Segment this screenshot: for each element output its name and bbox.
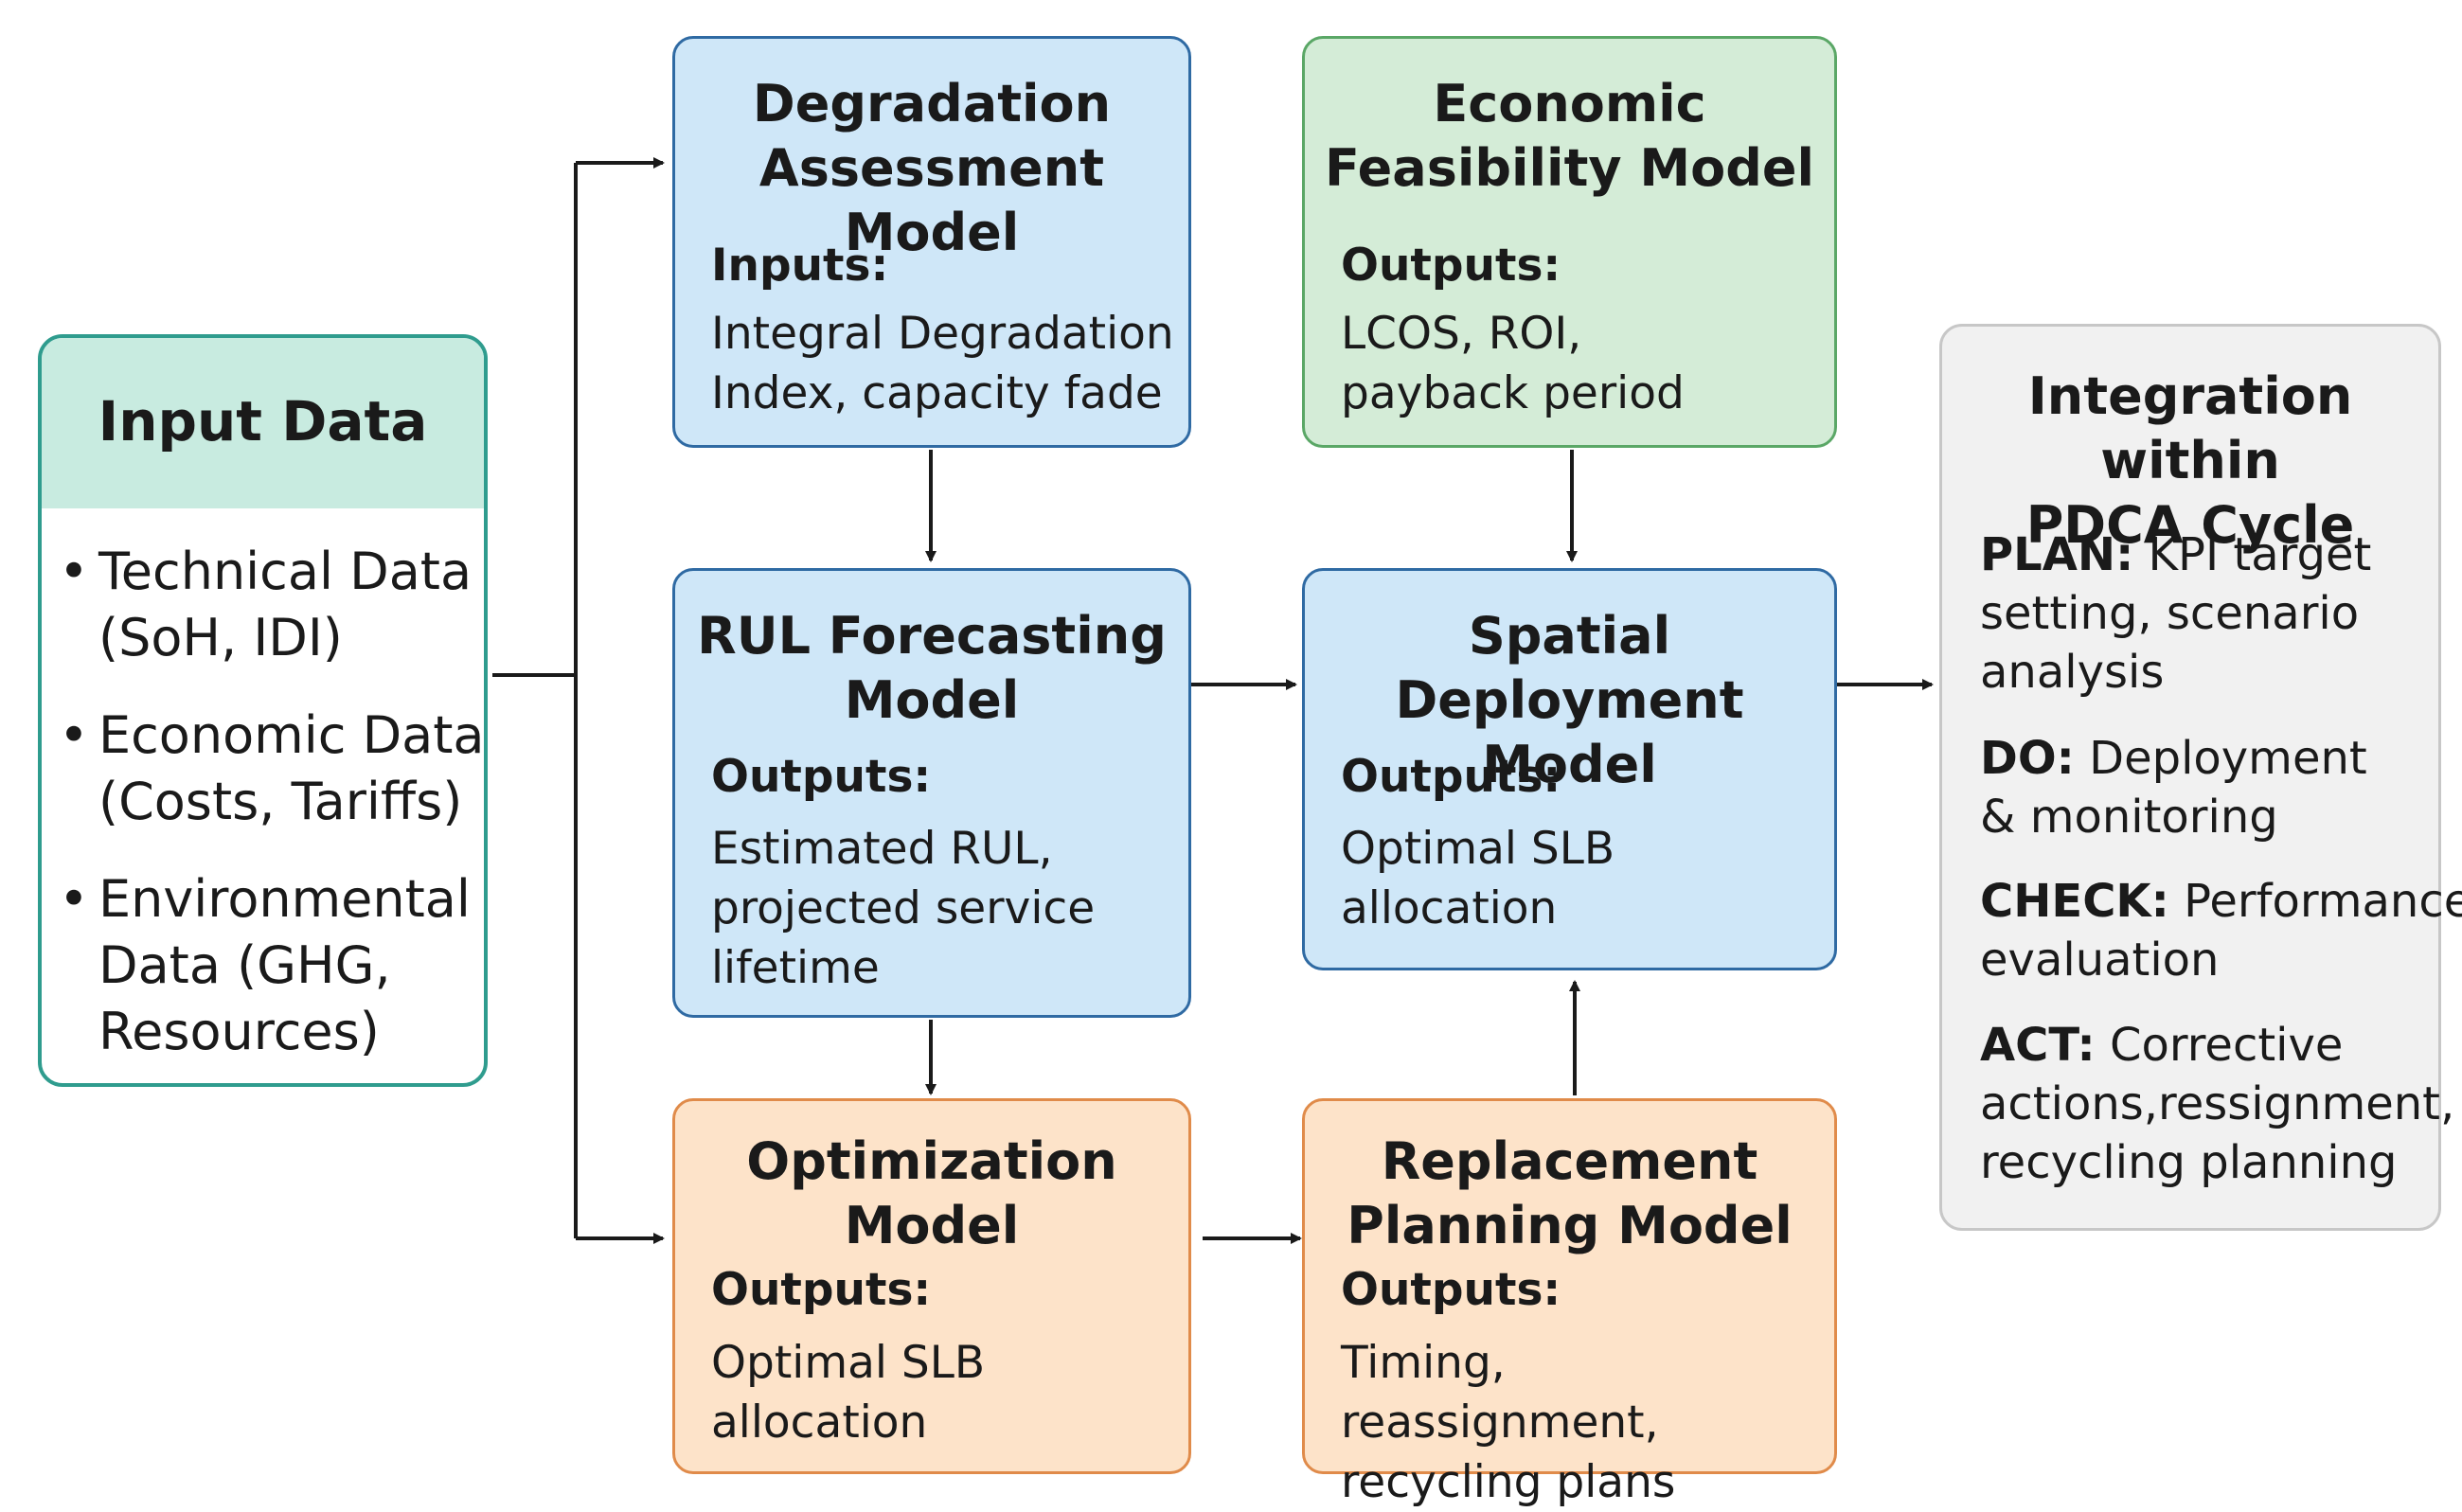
optimization-body: Optimal SLB allocation: [711, 1337, 986, 1449]
economic-body: LCOS, ROI, payback period: [1341, 308, 1685, 419]
bullet-icon: •: [59, 869, 89, 929]
economic-section-label: Outputs:: [1341, 240, 1561, 292]
input-data-box: Input Data • Technical Data (SoH, IDI) •…: [38, 334, 488, 1087]
input-data-header: Input Data: [42, 338, 484, 508]
optimization-title: Optimization Model: [746, 1131, 1117, 1255]
optimization-box: Optimization Model Outputs: Optimal SLB …: [672, 1098, 1191, 1474]
degradation-body: Integral Degradation Index, capacity fad…: [711, 308, 1174, 419]
spatial-deployment-box: Spatial Deployment Model Outputs: Optima…: [1302, 568, 1837, 970]
degradation-title: Degradation Assessment Model: [752, 74, 1112, 262]
pdca-title: Integration within PDCA Cycle: [2025, 366, 2355, 555]
input-item-line: Resources): [98, 1002, 380, 1061]
input-data-title: Input Data: [98, 389, 428, 454]
rul-forecasting-box: RUL Forecasting Model Outputs: Estimated…: [672, 568, 1191, 1018]
pdca-do-line: & monitoring: [1980, 791, 2278, 844]
rul-section-label: Outputs:: [711, 751, 932, 803]
replacement-body: Timing, reassignment, recycling plans: [1341, 1337, 1676, 1508]
economic-title: Economic Feasibility Model: [1324, 74, 1815, 198]
input-item-line: Economic Data: [98, 705, 485, 765]
pdca-check-line: evaluation: [1980, 934, 2220, 987]
bullet-icon: •: [59, 705, 89, 765]
input-item-line: Data (GHG,: [98, 935, 391, 995]
pdca-check: CHECK: Performance: [1980, 875, 2462, 928]
pdca-act-line: actions,ressignment,: [1980, 1077, 2455, 1130]
input-item-line: (SoH, IDI): [98, 608, 343, 667]
rul-body: Estimated RUL, projected service lifetim…: [711, 823, 1096, 994]
pdca-act: ACT: Corrective: [1980, 1019, 2344, 1072]
spatial-section-label: Outputs:: [1341, 751, 1561, 803]
pdca-cycle-box: Integration within PDCA Cycle PLAN: KPI …: [1939, 324, 2462, 1231]
pdca-do: DO: Deployment: [1980, 732, 2367, 785]
pdca-plan-line: analysis: [1980, 646, 2165, 699]
degradation-section-label: Inputs:: [711, 240, 889, 292]
rul-title: RUL Forecasting Model: [697, 606, 1167, 730]
replacement-planning-box: Replacement Planning Model Outputs: Timi…: [1302, 1098, 1837, 1508]
pdca-plan-line: setting, scenario: [1980, 587, 2360, 640]
replacement-title: Replacement Planning Model: [1347, 1131, 1793, 1255]
degradation-assessment-box: Degradation Assessment Model Inputs: Int…: [672, 36, 1191, 448]
input-item-line: Technical Data: [98, 542, 473, 601]
input-item-line: Environmental: [98, 869, 471, 929]
optimization-section-label: Outputs:: [711, 1264, 932, 1316]
spatial-body: Optimal SLB allocation: [1341, 823, 1615, 934]
pdca-plan: PLAN: KPI target: [1980, 528, 2372, 581]
economic-feasibility-box: Economic Feasibility Model Outputs: LCOS…: [1302, 36, 1837, 448]
bullet-icon: •: [59, 542, 89, 601]
input-item-line: (Costs, Tariffs): [98, 772, 463, 831]
replacement-section-label: Outputs:: [1341, 1264, 1561, 1316]
spatial-title: Spatial Deployment Model: [1395, 606, 1744, 794]
pdca-act-line: recycling planning: [1980, 1136, 2398, 1189]
